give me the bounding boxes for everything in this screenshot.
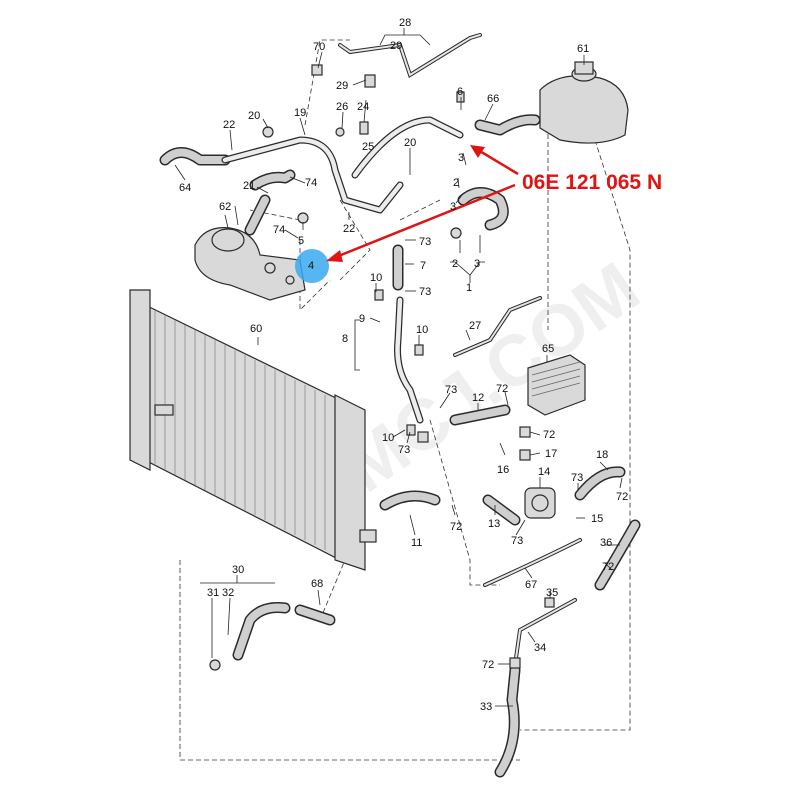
label-6: 6 — [457, 86, 463, 98]
label-66: 66 — [487, 93, 499, 105]
label-65: 65 — [542, 343, 554, 355]
part-number-callout: 06E 121 065 N — [522, 171, 662, 194]
label-72: 72 — [450, 521, 462, 533]
label-73: 73 — [398, 444, 410, 456]
label-13: 13 — [488, 518, 500, 530]
label-72: 72 — [602, 561, 614, 573]
label-72: 72 — [543, 429, 555, 441]
label-18: 18 — [596, 449, 608, 461]
label-5: 5 — [298, 235, 304, 247]
label-29: 29 — [336, 80, 348, 92]
label-8: 8 — [342, 333, 348, 345]
label-3: 3 — [474, 258, 480, 270]
label-3: 3 — [450, 201, 456, 213]
clamps-and-fittings — [209, 64, 555, 671]
label-14: 14 — [538, 466, 550, 478]
label-36: 36 — [600, 537, 612, 549]
label-73: 73 — [419, 236, 431, 248]
oil-cooler — [527, 354, 586, 416]
label-35: 35 — [546, 587, 558, 599]
label-62: 62 — [219, 201, 231, 213]
label-72: 72 — [482, 659, 494, 671]
label-9: 9 — [359, 313, 365, 325]
label-60: 60 — [250, 323, 262, 335]
label-34: 34 — [534, 642, 546, 654]
label-74: 74 — [305, 177, 317, 189]
label-31: 31 — [207, 587, 219, 599]
label-12: 12 — [472, 392, 484, 404]
label-17: 17 — [545, 448, 557, 460]
radiator — [129, 289, 377, 571]
label-1: 1 — [466, 282, 472, 294]
label-73: 73 — [511, 535, 523, 547]
part-labels: 28 29 70 61 29 6 66 26 24 20 19 22 25 20… — [179, 17, 628, 713]
label-19: 19 — [294, 107, 306, 119]
leader-lines — [174, 28, 623, 707]
label-4: 4 — [308, 260, 314, 272]
label-10: 10 — [370, 272, 382, 284]
label-28: 28 — [399, 17, 411, 29]
label-22: 22 — [343, 223, 355, 235]
label-73: 73 — [419, 286, 431, 298]
coolant-hoses — [159, 114, 641, 778]
label-30: 30 — [232, 564, 244, 576]
label-61: 61 — [577, 43, 589, 55]
label-11: 11 — [411, 537, 422, 549]
label-32: 32 — [222, 587, 234, 599]
label-2: 2 — [453, 177, 459, 189]
label-33: 33 — [480, 701, 492, 713]
water-pump-housing — [194, 227, 306, 301]
callout-arrows — [326, 145, 519, 262]
label-20: 20 — [248, 110, 260, 122]
thin-coolant-lines — [338, 33, 582, 667]
label-26: 26 — [336, 101, 348, 113]
label-10: 10 — [382, 432, 394, 444]
label-74: 74 — [273, 224, 285, 236]
highlighted-part-4 — [295, 249, 329, 283]
label-67: 67 — [525, 579, 537, 591]
label-70: 70 — [313, 41, 325, 53]
label-10: 10 — [416, 324, 428, 336]
label-22: 22 — [223, 119, 235, 131]
label-20: 20 — [404, 137, 416, 149]
label-16: 16 — [497, 464, 509, 476]
label-73: 73 — [571, 472, 583, 484]
coolant-reservoir — [539, 61, 629, 144]
dashed-reference-lines — [179, 39, 631, 761]
label-21: 21 — [243, 180, 255, 192]
label-64: 64 — [179, 182, 191, 194]
label-7: 7 — [420, 260, 426, 272]
label-72: 72 — [496, 383, 508, 395]
auxiliary-water-pump — [524, 487, 556, 519]
label-15: 15 — [591, 513, 603, 525]
label-25: 25 — [362, 141, 374, 153]
label-73: 73 — [445, 384, 457, 396]
label-3: 3 — [458, 152, 464, 164]
label-27: 27 — [469, 320, 481, 332]
label-68: 68 — [311, 578, 323, 590]
label-29: 29 — [390, 40, 402, 52]
label-24: 24 — [357, 101, 369, 113]
label-72: 72 — [616, 491, 628, 503]
label-2: 2 — [452, 258, 458, 270]
